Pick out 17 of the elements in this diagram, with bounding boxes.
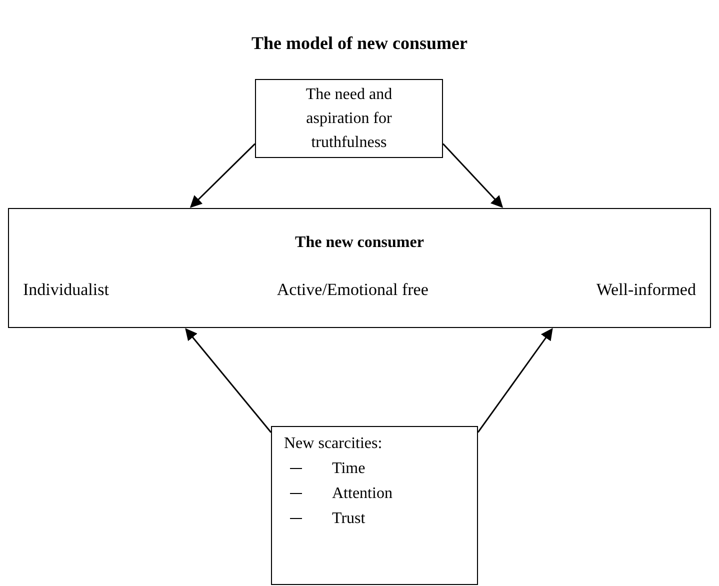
list-item: Time <box>332 459 366 479</box>
list-heading: New scarcities: <box>284 434 382 454</box>
node-heading: The new consumer <box>295 233 424 253</box>
arrow <box>442 143 504 208</box>
node-item: Well-informed <box>596 279 696 301</box>
diagram-title: The model of new consumer <box>252 32 468 55</box>
node-item: Individualist <box>23 279 109 301</box>
text-box <box>271 426 478 585</box>
text-box <box>8 208 711 328</box>
arrow <box>190 143 256 208</box>
node-text: The need and aspiration for truthfulness <box>304 84 394 152</box>
list-item: Trust <box>332 509 366 529</box>
arrow <box>477 328 553 433</box>
list-item: Attention <box>332 484 392 504</box>
text-box <box>255 79 443 158</box>
arrow <box>185 328 272 433</box>
node-item: Active/Emotional free <box>276 279 428 301</box>
